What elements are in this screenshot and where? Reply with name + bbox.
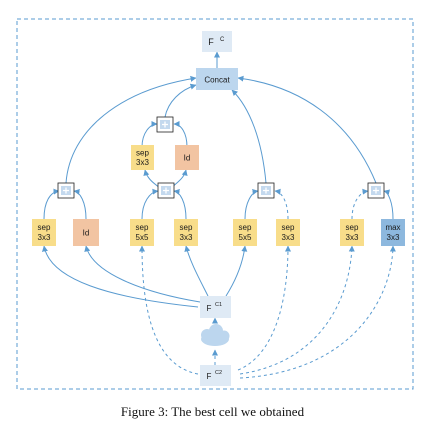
output-sup: C xyxy=(220,37,225,43)
edge-fc1-b3sep xyxy=(225,245,248,297)
svg-text:3x3: 3x3 xyxy=(136,158,149,167)
cell-frame xyxy=(16,18,414,390)
edge-topsep-addtop xyxy=(141,121,158,148)
edge-fc1-b1id xyxy=(84,245,201,303)
svg-text:sep: sep xyxy=(180,223,193,232)
svg-text:sep: sep xyxy=(136,149,149,158)
plus-box-icon xyxy=(373,187,379,194)
svg-text:max: max xyxy=(385,223,400,232)
svg-text:Id: Id xyxy=(184,154,191,163)
concat-label: Concat xyxy=(204,76,230,85)
figure-caption: Figure 3: The best cell we obtained xyxy=(120,404,305,419)
input-node-c1: F C1 xyxy=(200,296,231,318)
op-b3-sep5x5: sep 5x5 xyxy=(233,219,257,246)
cloud-icon xyxy=(201,324,230,346)
svg-text:sep: sep xyxy=(239,223,252,232)
svg-text:3x3: 3x3 xyxy=(346,233,359,242)
op-b2-sep3x3: sep 3x3 xyxy=(174,219,198,246)
op-top-sep3x3: sep 3x3 xyxy=(131,145,154,170)
op-top-id: Id xyxy=(175,145,199,170)
op-b3-sep3x3: sep 3x3 xyxy=(276,219,300,246)
svg-text:F: F xyxy=(207,304,212,313)
edge-fc1-b2sep3 xyxy=(184,245,209,297)
edge-fc2-b3sep3 xyxy=(237,245,291,371)
svg-text:C2: C2 xyxy=(215,370,222,376)
svg-text:sep: sep xyxy=(136,223,149,232)
edge-b3sep-add3 xyxy=(244,188,259,220)
svg-text:3x3: 3x3 xyxy=(387,233,400,242)
edge-topid-addtop xyxy=(173,121,188,148)
edge-addtop-concat xyxy=(164,83,197,118)
svg-text:F: F xyxy=(207,372,212,381)
edge-add1-concat xyxy=(65,75,197,184)
svg-text:3x3: 3x3 xyxy=(180,233,193,242)
edge-b2sep-add2 xyxy=(141,188,159,220)
output-label: F xyxy=(208,37,214,47)
svg-text:Id: Id xyxy=(83,229,90,238)
plus-box-icon xyxy=(63,187,69,194)
output-node: F C xyxy=(202,31,232,52)
edge-b3sep3-add3 xyxy=(274,188,289,220)
svg-text:3x3: 3x3 xyxy=(38,233,51,242)
op-b2-sep5x5: sep 5x5 xyxy=(130,219,154,246)
add-node-3 xyxy=(257,182,275,199)
op-b1-sep3x3: sep 3x3 xyxy=(32,219,56,246)
plus-box-icon xyxy=(162,121,168,128)
op-b4-max3x3: max 3x3 xyxy=(381,219,405,246)
add-node-1 xyxy=(57,182,75,199)
edge-b4sep-add4 xyxy=(351,188,369,220)
edge-add4-concat xyxy=(237,75,377,184)
edge-fc2-b4sep xyxy=(239,245,355,375)
edge-add3-concat xyxy=(231,89,267,184)
edge-b2sep3-add2 xyxy=(173,188,187,220)
add-node-4 xyxy=(367,182,385,199)
plus-box-icon xyxy=(163,187,169,194)
svg-text:5x5: 5x5 xyxy=(239,233,252,242)
op-b4-sep3x3: sep 3x3 xyxy=(340,219,364,246)
svg-text:C1: C1 xyxy=(215,302,222,308)
add-node-top xyxy=(156,116,174,133)
input-node-c2: F C2 xyxy=(200,365,231,386)
add-node-2 xyxy=(157,182,175,199)
plus-box-icon xyxy=(263,187,269,194)
svg-text:3x3: 3x3 xyxy=(282,233,295,242)
svg-text:sep: sep xyxy=(38,223,51,232)
svg-text:sep: sep xyxy=(346,223,359,232)
svg-text:sep: sep xyxy=(282,223,295,232)
op-b1-id: Id xyxy=(73,219,99,246)
edges-dashed xyxy=(139,188,396,379)
edge-fc2-b2sep xyxy=(139,245,199,375)
edge-fc1-b1sep xyxy=(42,245,199,308)
edge-b1id-add1 xyxy=(73,188,87,220)
edges xyxy=(42,51,394,308)
edge-fc2-b4max xyxy=(239,245,396,379)
svg-text:5x5: 5x5 xyxy=(136,233,149,242)
edge-b4max-add4 xyxy=(383,189,394,220)
edge-b1sep-add1 xyxy=(43,188,60,220)
concat-node: Concat xyxy=(196,68,238,90)
